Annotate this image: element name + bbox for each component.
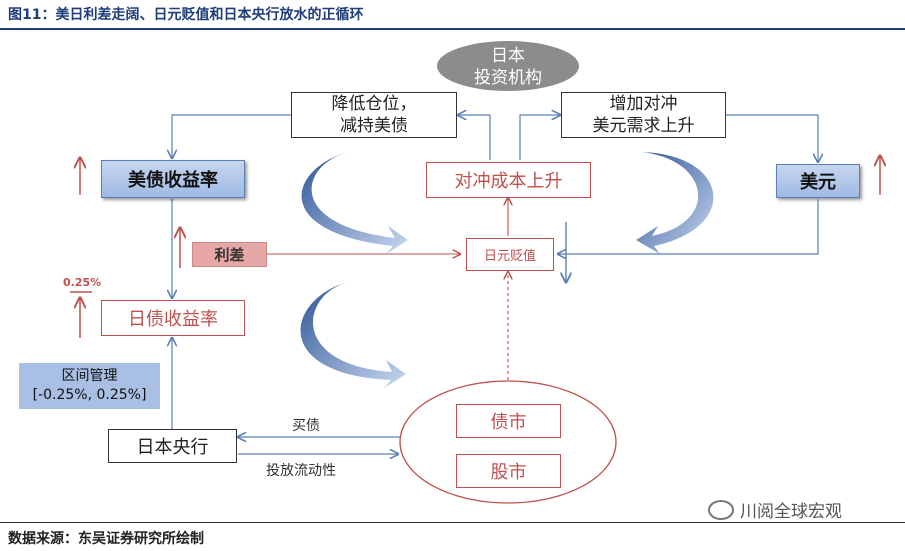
japan-investors-ellipse [437, 41, 579, 91]
markets-ellipse [399, 380, 617, 504]
curved-arrow-left [301, 152, 408, 254]
wechat-icon [708, 499, 734, 520]
bond-market-box: 债市 [456, 404, 561, 438]
buy-bonds-label: 买债 [292, 418, 320, 434]
usd-box: 美元 [776, 164, 860, 198]
reduce-positions-box: 降低仓位， 减持美债 [291, 92, 457, 138]
boj-box: 日本央行 [108, 429, 237, 463]
bottom-rule [0, 522, 905, 523]
top-rule [0, 28, 905, 30]
arrow-hedge-to-reduce [458, 115, 491, 160]
range-management-box: 区间管理 [-0.25%, 0.25%] [19, 363, 160, 409]
watermark-text: 川阅全球宏观 [740, 502, 842, 522]
stock-market-box: 股市 [456, 454, 561, 488]
figure-title: 图11：美日利差走阔、日元贬值和日本央行放水的正循环 [8, 7, 364, 23]
arrow-hedge-to-increase [519, 115, 560, 160]
curved-arrow-right [636, 152, 714, 254]
liquidity-label: 投放流动性 [266, 463, 336, 479]
arrow-usd-to-jpy [558, 198, 819, 254]
source-note: 数据来源：东吴证券研究所绘制 [8, 531, 204, 547]
jpy-depreciation-box: 日元贬值 [466, 238, 554, 271]
curved-arrow-bottom [300, 282, 406, 388]
hedge-cost-box: 对冲成本上升 [426, 162, 591, 198]
arrow-reduce-to-usyield [172, 114, 291, 158]
spread-box: 利差 [192, 242, 267, 267]
increase-hedge-box: 增加对冲 美元需求上升 [561, 92, 726, 138]
us-yield-box: 美债收益率 [101, 160, 245, 198]
arrow-increase-to-usd [726, 114, 818, 162]
watermark: 川阅全球宏观 [708, 497, 842, 522]
threshold-label: 0.25% [63, 276, 102, 289]
jp-yield-box: 日债收益率 [101, 300, 245, 336]
japan-investors: 日本 投资机构 [474, 46, 542, 88]
